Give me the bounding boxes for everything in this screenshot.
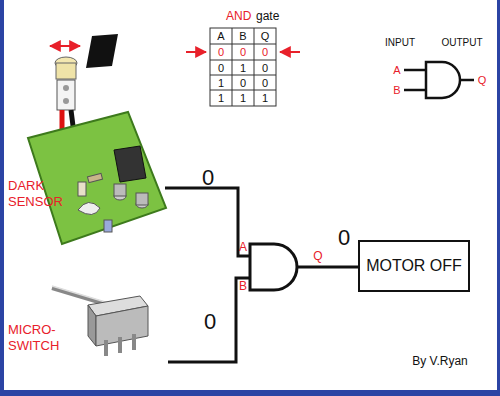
preset-resistor — [78, 202, 100, 214]
signal-name: A — [239, 241, 247, 254]
transistor — [114, 184, 126, 196]
input-wire-a — [165, 188, 250, 256]
relay — [114, 146, 146, 182]
table-cell: 0 — [262, 76, 268, 88]
part-name: DARK SENSOR — [8, 178, 68, 211]
movement-arrow — [50, 45, 80, 47]
input-wire-b — [168, 278, 250, 362]
table-cell: 0 — [262, 61, 268, 73]
resistor — [87, 173, 102, 182]
table-cell: 1 — [218, 76, 224, 88]
switch-pin — [104, 340, 108, 356]
terminal-block — [57, 80, 75, 110]
logic-level: 0 — [204, 310, 216, 334]
table-header: Q — [261, 30, 270, 42]
and-gate-key-symbol — [426, 62, 460, 98]
key-label: OUTPUT — [441, 37, 482, 48]
shade-card — [86, 34, 118, 68]
circuit-board — [28, 112, 166, 244]
table-cell: 0 — [218, 61, 224, 73]
signal-name: A — [393, 64, 400, 76]
ldr-body — [56, 63, 76, 79]
signal-name: B — [393, 84, 400, 96]
table-cell: 1 — [262, 92, 268, 104]
diode — [78, 182, 86, 196]
row-pointer — [186, 51, 206, 53]
capacitor — [104, 220, 112, 232]
truth-table-grid — [210, 28, 276, 106]
logic-level: 0 — [202, 166, 214, 190]
signal-name: Q — [478, 74, 487, 86]
table-title: gate — [256, 10, 279, 23]
table-cell: 0 — [262, 46, 268, 58]
key-label: INPUT — [385, 37, 415, 48]
table-cell: 1 — [218, 92, 224, 104]
transistor — [136, 193, 148, 205]
author-credit: By V.Ryan — [412, 355, 468, 368]
part-name: MICRO-SWITCH — [8, 322, 62, 355]
table-cell: 0 — [240, 76, 246, 88]
switch-pin — [118, 337, 122, 353]
signal-name: Q — [313, 250, 322, 263]
table-cell: 0 — [218, 46, 224, 58]
table-header: A — [217, 30, 224, 42]
row-pointer — [280, 51, 300, 53]
table-title: AND — [226, 10, 251, 23]
table-cell: 1 — [240, 61, 246, 73]
and-gate-symbol — [250, 244, 297, 290]
output-box: MOTOR OFF — [358, 240, 470, 292]
signal-name: B — [239, 280, 247, 293]
table-cell: 1 — [240, 92, 246, 104]
output-wire — [298, 266, 358, 269]
box-text: MOTOR OFF — [366, 257, 462, 275]
table-cell: 0 — [240, 46, 246, 58]
table-header: B — [239, 30, 246, 42]
logic-level: 0 — [338, 226, 350, 250]
switch-pin — [132, 334, 136, 350]
